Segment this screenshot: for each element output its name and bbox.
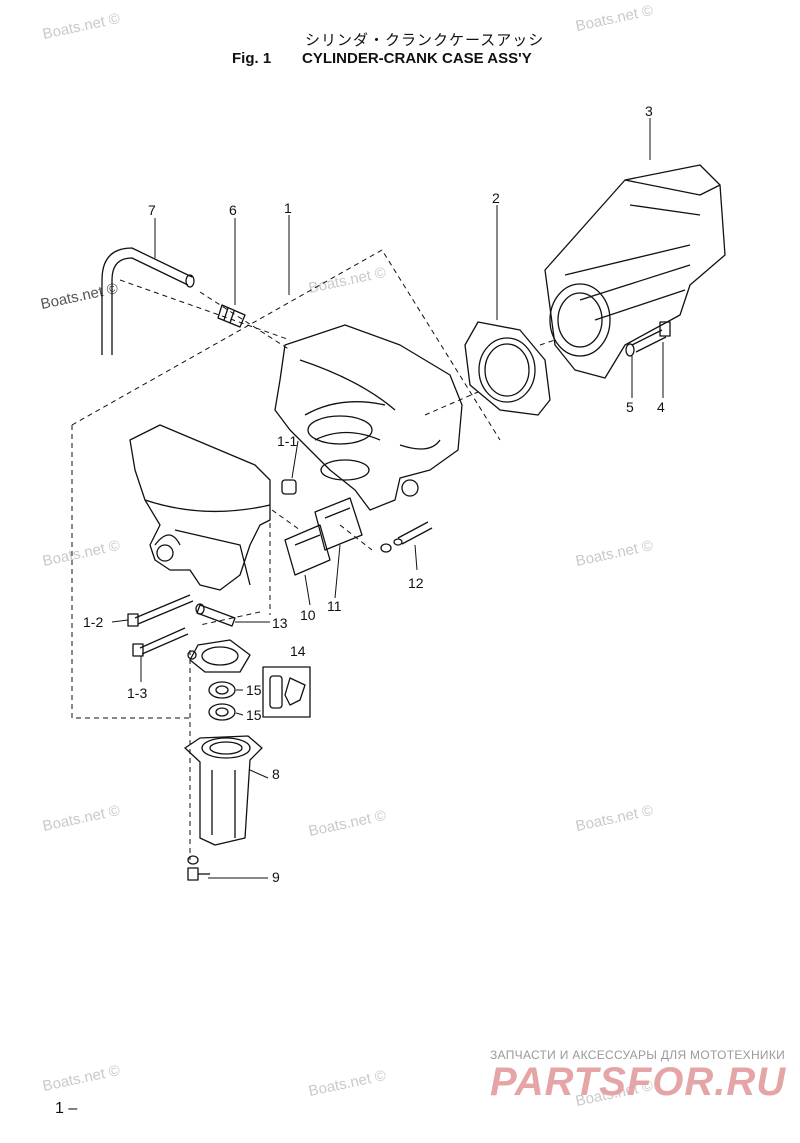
assembly-guide-lines: [71, 249, 556, 860]
callout-6: 6: [229, 202, 237, 218]
callout-1-3: 1-3: [127, 685, 147, 701]
callout-14: 14: [290, 643, 306, 659]
callout-1-2: 1-2: [83, 614, 103, 630]
pipe-part-7: [101, 247, 195, 355]
bolt-part-1-2: [127, 594, 194, 627]
bearing-housing-part-8: [184, 735, 263, 846]
callout-13: 13: [272, 615, 288, 631]
callout-3: 3: [645, 103, 653, 119]
page-number: 1 –: [55, 1100, 78, 1117]
gasket-part-2: [464, 321, 551, 416]
callout-4: 4: [657, 399, 665, 415]
cylinder-part-3: [544, 164, 726, 379]
bolt-part-4: [625, 321, 671, 357]
callout-11: 11: [327, 598, 342, 614]
callout-7: 7: [148, 202, 156, 218]
figure-number: Fig. 1: [232, 50, 272, 67]
callout-15-b: 15: [246, 707, 262, 723]
screw-part-9: [187, 855, 210, 881]
bolt-part-12: [380, 521, 433, 553]
crankcase-part-1: [274, 324, 463, 511]
reed-valve-parts-10-11: [284, 497, 363, 576]
crankcase-lower-housing: [129, 424, 271, 591]
callout-8: 8: [272, 766, 280, 782]
brand-tagline: ЗАПЧАСТИ И АКСЕССУАРЫ ДЛЯ МОТОТЕХНИКИ: [490, 1048, 786, 1062]
title-japanese: シリンダ・クランクケースアッシ: [305, 31, 545, 49]
brand-logo: PARTSFOR.RU: [490, 1060, 787, 1104]
callout-12: 12: [408, 575, 424, 591]
diagram-title: CYLINDER-CRANK CASE ASS'Y: [302, 50, 532, 67]
dowel-part-1-1: [281, 479, 297, 495]
nipple-part-6: [217, 304, 246, 328]
callout-1: 1: [284, 200, 292, 216]
callout-10: 10: [300, 607, 316, 623]
callout-9: 9: [272, 869, 280, 885]
seal-kit-box-part-14: [262, 666, 311, 718]
pin-part-13: [195, 603, 236, 627]
callout-2: 2: [492, 190, 500, 206]
bolt-part-1-3: [132, 627, 189, 657]
callout-5: 5: [626, 399, 634, 415]
callout-15-a: 15: [246, 682, 262, 698]
oil-seal-part-15: [208, 681, 236, 721]
gasket-part-14: [187, 639, 251, 673]
callout-1-1: 1-1: [277, 433, 297, 449]
callout-leader-lines: [111, 118, 664, 879]
